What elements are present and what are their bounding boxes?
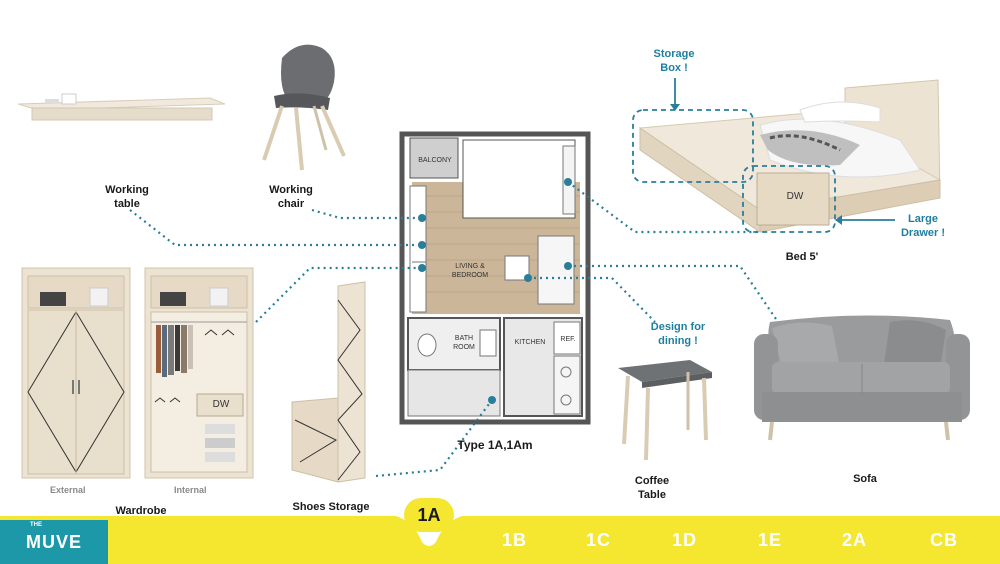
illustration-canvas: [17, 44, 970, 483]
storage-box-label: Storage Box !: [653, 48, 695, 74]
plan-balcony-label: BALCONY: [418, 157, 452, 164]
bottom-nav-bar: [0, 516, 1000, 564]
coffee-table-label: Coffee Table: [634, 475, 670, 501]
shoes-storage-image: [291, 281, 366, 483]
wardrobe-internal-image: [144, 267, 254, 479]
sofa-image: [754, 315, 970, 441]
working-table-image: [17, 93, 226, 121]
design-dining-label: Design for dining !: [650, 321, 706, 347]
wardrobe-internal-caption: Internal: [174, 485, 207, 495]
wardrobe-external-caption: External: [50, 485, 86, 495]
plan-ref-label: REF.: [560, 336, 576, 343]
unit-type-label: Type 1A,1Am: [457, 438, 533, 452]
large-drawer-label: Large Drawer !: [900, 213, 946, 239]
plan-bath-label: BATH ROOM: [453, 335, 475, 351]
plan-living-label: LIVING & BEDROOM: [451, 263, 489, 279]
tab-cb[interactable]: CB: [930, 530, 958, 550]
tab-1d[interactable]: 1D: [672, 530, 698, 550]
tab-1e[interactable]: 1E: [758, 530, 783, 550]
connector-lines: [129, 181, 779, 478]
wardrobe-dw-label: DW: [212, 399, 230, 410]
bed-label: Bed 5': [785, 251, 819, 263]
connector-dots: [418, 178, 572, 404]
wardrobe-label: Wardrobe: [115, 505, 167, 517]
working-table-label: Working table: [105, 184, 149, 210]
logo-small-text: THE: [30, 522, 42, 528]
tab-1c[interactable]: 1C: [586, 530, 612, 550]
plan-kitchen-label: KITCHEN: [514, 339, 546, 346]
working-chair-image: [262, 44, 346, 171]
tab-1a[interactable]: 1A: [404, 498, 454, 532]
shoes-storage-label: Shoes Storage: [292, 501, 370, 513]
tab-2a[interactable]: 2A: [842, 530, 868, 550]
muve-logo[interactable]: MUVE: [0, 520, 108, 564]
wardrobe-external-image: [21, 267, 131, 479]
working-chair-label: Working chair: [269, 184, 313, 210]
bed-dw-label: DW: [786, 191, 804, 202]
logo-text: MUVE: [25, 531, 82, 552]
bed-image: [632, 78, 942, 233]
sofa-label: Sofa: [853, 473, 877, 485]
coffee-table-image: [618, 360, 712, 461]
tab-1b[interactable]: 1B: [502, 530, 528, 550]
